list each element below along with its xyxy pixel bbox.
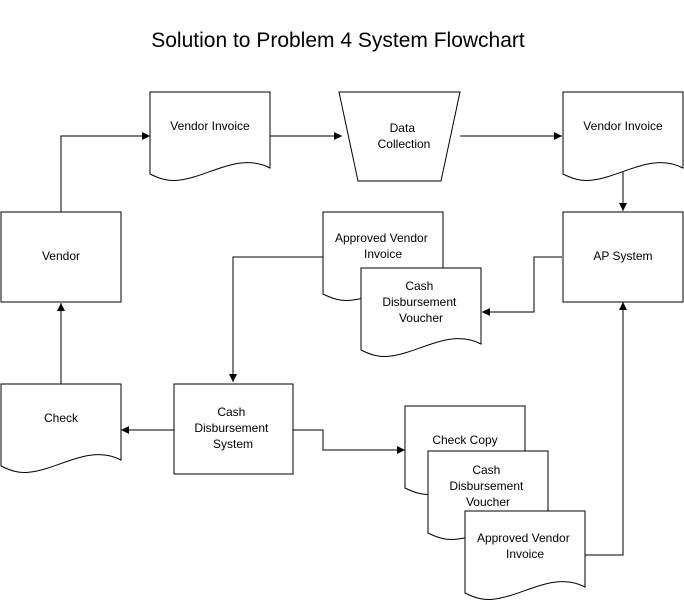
vendor-invoice-label-2: Vendor Invoice (583, 119, 663, 133)
check-copy-label: Check Copy (432, 433, 497, 447)
cash-disbursement-voucher-document: Cash Disbursement Voucher (360, 267, 482, 357)
edge-approved-invoice-to-ap-system (585, 302, 627, 556)
check-document: Check (0, 383, 122, 473)
cash-disbursement-system-process: Cash Disbursement System (173, 383, 294, 475)
cash-disbursement-system-label: Cash Disbursement System (194, 405, 271, 451)
approved-vendor-invoice-document-2: Approved Vendor Invoice (464, 510, 586, 600)
ap-system-label: AP System (593, 249, 652, 263)
connectors (57, 132, 627, 556)
data-collection-label: Data Collection (378, 121, 431, 151)
vendor-invoice-document: Vendor Invoice (149, 91, 271, 181)
vendor-invoice-label: Vendor Invoice (170, 119, 250, 133)
edge-cash-system-to-check-copy (293, 429, 405, 454)
vendor-label: Vendor (42, 249, 80, 263)
data-collection-manual-operation: Data Collection (338, 91, 461, 182)
page-title: Solution to Problem 4 System Flowchart (151, 29, 525, 52)
check-label: Check (44, 411, 79, 425)
approved-vendor-invoice-label-2: Approved Vendor Invoice (477, 531, 573, 561)
edge-vendor-to-vendor-invoice (60, 132, 150, 212)
vendor-process: Vendor (0, 211, 122, 303)
vendor-invoice-document-2: Vendor Invoice (562, 91, 684, 181)
edge-approved-invoice-to-cash-system (229, 256, 323, 382)
cash-disbursement-voucher-label: Cash Disbursement Voucher (382, 279, 459, 325)
approved-vendor-invoice-label: Approved Vendor Invoice (335, 231, 431, 261)
cash-disbursement-voucher-label-2: Cash Disbursement Voucher (449, 463, 526, 509)
edge-ap-system-to-voucher (482, 256, 562, 316)
ap-system-process: AP System (562, 211, 684, 303)
